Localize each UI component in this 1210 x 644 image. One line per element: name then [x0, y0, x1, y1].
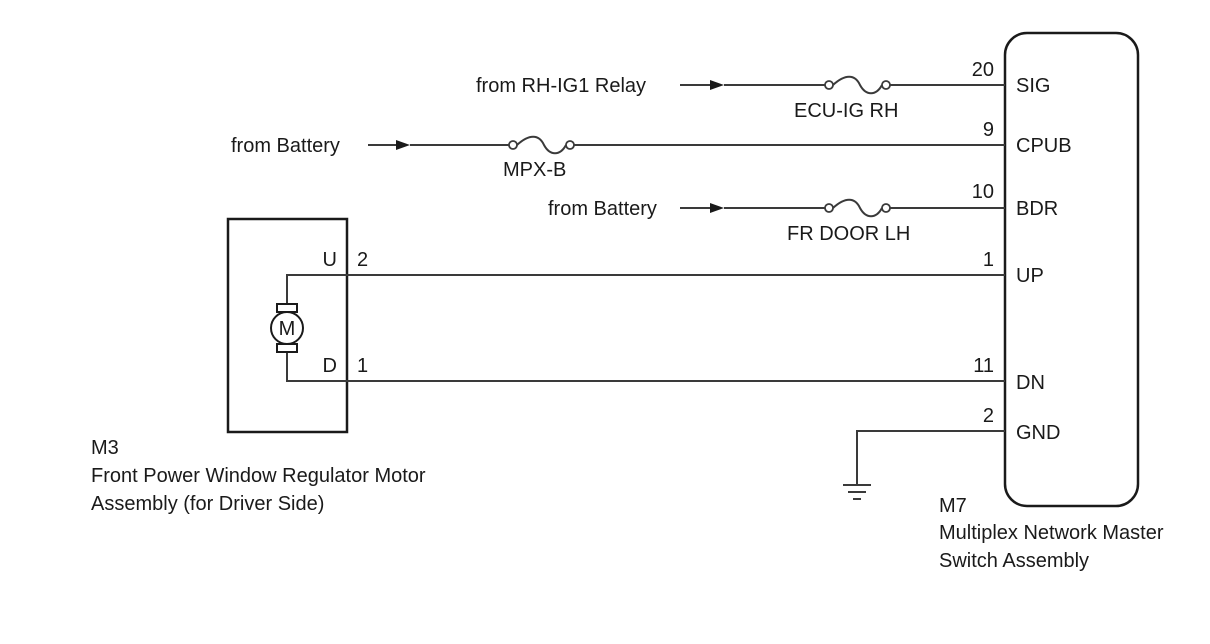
m3-motor-assembly-box: [226, 217, 349, 434]
pin-number-sig: 20: [972, 59, 994, 81]
fuse-label-fr-door-lh: FR DOOR LH: [787, 223, 910, 245]
pin-number-dn: 11: [973, 355, 994, 377]
m7-id: M7: [939, 495, 967, 517]
pin-number-bdr: 10: [972, 181, 994, 203]
m7-name-line1: Multiplex Network Master: [939, 522, 1164, 544]
arrow-icon: [710, 80, 724, 90]
sig-circuit: from RH-IG1 Relay ECU-IG RH: [476, 75, 1005, 122]
fuse-icon: [824, 75, 891, 95]
arrow-icon: [710, 203, 724, 213]
terminal-label-up: UP: [1016, 265, 1044, 287]
fuse-icon: [824, 198, 891, 218]
pin-number-up: 1: [983, 249, 994, 271]
m7-name-line2: Switch Assembly: [939, 550, 1089, 572]
bdr-circuit: from Battery FR DOOR LH: [548, 198, 1005, 245]
fuse-label-mpx-b: MPX-B: [503, 159, 566, 181]
pin-number-gnd: 2: [983, 405, 994, 427]
m3-name-line1: Front Power Window Regulator Motor: [91, 465, 426, 487]
terminal-label-d: D: [323, 355, 337, 377]
terminal-label-gnd: GND: [1016, 422, 1060, 444]
pin-number-cpub: 9: [983, 119, 994, 141]
dn-wire: [286, 353, 1005, 382]
motor-symbol-label: M: [279, 318, 296, 340]
m7-master-switch-box: [1003, 31, 1140, 508]
source-label-battery-2: from Battery: [548, 198, 657, 220]
terminal-label-cpub: CPUB: [1016, 135, 1072, 157]
terminal-label-u: U: [323, 249, 337, 271]
cpub-circuit: from Battery MPX-B: [231, 135, 1005, 181]
terminal-label-bdr: BDR: [1016, 198, 1058, 220]
motor-icon: M: [270, 303, 304, 353]
pin-number-u: 2: [357, 249, 368, 271]
source-label-rh-ig1: from RH-IG1 Relay: [476, 75, 646, 97]
ground-icon: [843, 484, 871, 500]
fuse-label-ecu-ig-rh: ECU-IG RH: [794, 100, 898, 122]
m3-id: M3: [91, 437, 119, 459]
fuse-icon: [508, 135, 575, 155]
terminal-label-dn: DN: [1016, 372, 1045, 394]
m3-name-line2: Assembly (for Driver Side): [91, 493, 324, 515]
up-wire: [286, 274, 1005, 303]
terminal-label-sig: SIG: [1016, 75, 1050, 97]
pin-number-d: 1: [357, 355, 368, 377]
source-label-battery-1: from Battery: [231, 135, 340, 157]
arrow-icon: [396, 140, 410, 150]
gnd-wire: [856, 430, 1005, 484]
